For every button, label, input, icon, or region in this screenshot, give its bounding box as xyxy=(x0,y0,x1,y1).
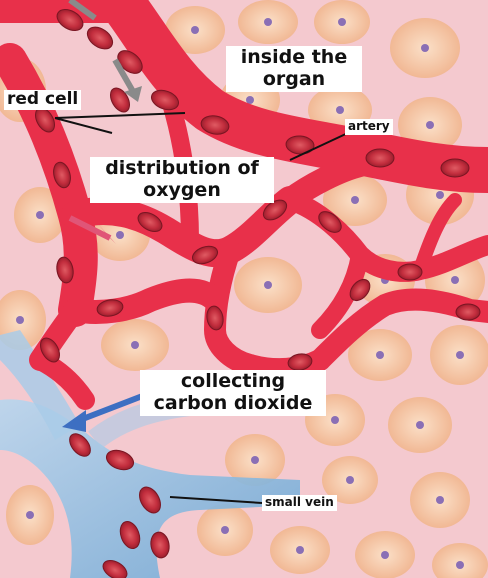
label-collecting-carbon-dioxide: collecting carbon dioxide xyxy=(140,370,326,416)
organ-cell xyxy=(238,0,298,44)
organ-cell xyxy=(197,504,253,556)
label-red-cell: red cell xyxy=(4,90,81,110)
organ-cell xyxy=(355,531,415,578)
label-small-vein: small vein xyxy=(262,495,337,511)
organ-cell xyxy=(410,472,470,528)
organ-cell xyxy=(6,485,54,545)
label-distribution-of-oxygen: distribution of oxygen xyxy=(90,157,274,203)
organ-cell xyxy=(388,397,452,453)
organ-cell xyxy=(430,325,488,385)
organ-cell xyxy=(234,257,302,313)
label-artery: artery xyxy=(345,119,393,135)
organ-cell xyxy=(390,18,460,78)
organ-cell xyxy=(101,319,169,371)
organ-cell xyxy=(314,0,370,44)
label-inside-the-organ: inside the organ xyxy=(226,46,362,92)
organ-cell xyxy=(270,526,330,574)
